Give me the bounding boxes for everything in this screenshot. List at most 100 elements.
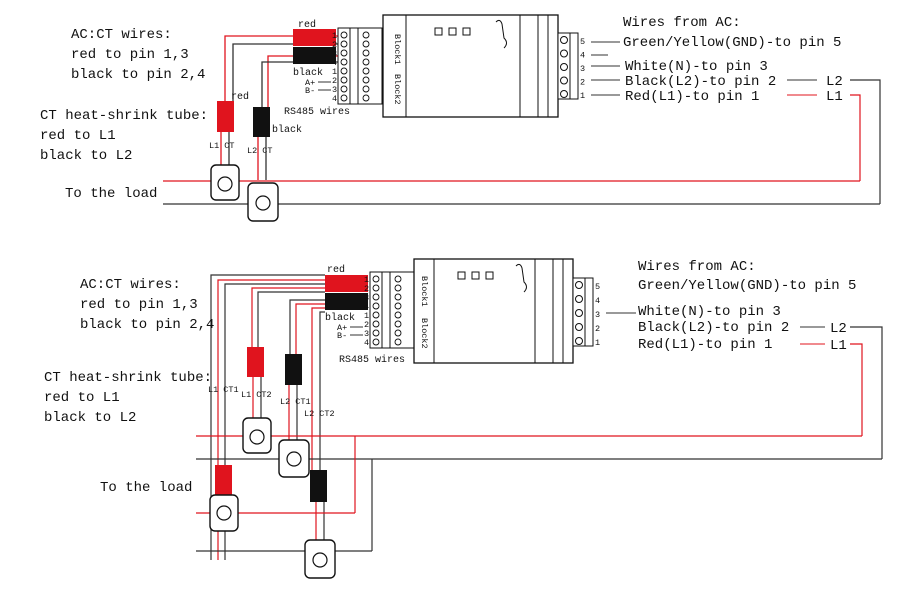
top-l2-ct-label: L2 CT <box>247 146 273 156</box>
top-rs485-label: RS485 wires <box>284 106 350 118</box>
pin-number: 4 <box>595 296 600 306</box>
terminal-screw <box>362 49 370 57</box>
bottom-ac-line-gnd: Green/Yellow(GND)-to pin 5 <box>638 278 856 294</box>
bottom-heat-title: CT heat-shrink tube: <box>44 370 212 386</box>
bottom-black-label: black <box>325 312 355 324</box>
bottom-ac-ct-title: AC:CT wires: <box>80 277 181 293</box>
bottom-b-label: B- <box>337 331 347 341</box>
bottom-l2-ct1-icon <box>278 439 310 478</box>
top-black-block <box>293 47 336 64</box>
top-ac-ct-red: red to pin 1,3 <box>71 47 189 63</box>
terminal-screw <box>372 320 380 328</box>
top-l1-return <box>850 94 861 181</box>
terminal-screw <box>575 281 583 289</box>
terminal-screw <box>340 94 348 102</box>
top-red-tube <box>217 101 234 132</box>
pin-number: 4 <box>364 338 369 348</box>
top-ac-title: Wires from AC: <box>623 15 741 31</box>
terminal-screw <box>340 49 348 57</box>
pin-number: 2 <box>364 284 369 294</box>
bottom-l1-return <box>850 343 863 436</box>
terminal-screw <box>362 85 370 93</box>
top-block1-label: Block1 <box>392 34 402 65</box>
pin-number: 3 <box>580 64 585 74</box>
top-red-label: red <box>298 19 316 31</box>
pin-number: 5 <box>580 37 585 47</box>
pin-number: 3 <box>364 329 369 339</box>
top-ac-line-gnd: Green/Yellow(GND)-to pin 5 <box>623 35 841 51</box>
pin-number: 1 <box>364 311 369 321</box>
top-black-label: black <box>293 67 323 79</box>
bottom-diagram: red black L1 CT1 L1 CT2 L2 CT1 L2 CT2 <box>44 258 883 579</box>
top-ac-line-l1: Red(L1)-to pin 1 <box>625 89 759 105</box>
top-l1-ct-label: L1 CT <box>209 141 235 151</box>
terminal-screw <box>362 76 370 84</box>
bottom-left-terminal <box>369 271 415 349</box>
top-l2-ct-icon <box>247 182 279 222</box>
terminal-screw <box>340 40 348 48</box>
bottom-ac-ct-red: red to pin 1,3 <box>80 297 198 313</box>
terminal-screw <box>394 329 402 337</box>
terminal-screw <box>340 58 348 66</box>
top-l1-ct-icon <box>210 164 240 201</box>
top-heat-black: black to L2 <box>40 148 132 164</box>
terminal-screw <box>394 338 402 346</box>
terminal-screw <box>372 284 380 292</box>
bottom-l2-ct2-label: L2 CT2 <box>304 409 335 419</box>
terminal-screw <box>340 31 348 39</box>
top-l2-label: L2 <box>826 74 843 90</box>
terminal-screw <box>362 94 370 102</box>
bottom-l2-label: L2 <box>830 321 847 337</box>
top-ac-ct-black: black to pin 2,4 <box>71 67 205 83</box>
top-ac-wires <box>591 41 817 96</box>
terminal-screw <box>394 311 402 319</box>
bottom-ac-line-l1: Red(L1)-to pin 1 <box>638 337 772 353</box>
top-l2-return <box>850 79 881 204</box>
bottom-l2-ct2-tube <box>310 470 327 502</box>
bottom-l1-ct2-tube <box>247 347 264 377</box>
terminal-screw <box>394 302 402 310</box>
bottom-red-block <box>325 275 368 292</box>
terminal-screw <box>340 85 348 93</box>
pin-number: 1 <box>595 338 600 348</box>
top-black-tube-label: black <box>272 124 302 136</box>
terminal-screw <box>372 302 380 310</box>
terminal-screw <box>575 295 583 303</box>
top-l1-label: L1 <box>826 89 843 105</box>
top-black-tube <box>253 107 270 137</box>
bottom-l2-ct2-icon <box>304 539 336 579</box>
pin-number: 3 <box>364 293 369 303</box>
terminal-screw <box>394 275 402 283</box>
terminal-screw <box>372 275 380 283</box>
pin-number: 2 <box>595 324 600 334</box>
bottom-heat-red: red to L1 <box>44 390 120 406</box>
top-ac-line-l2: Black(L2)-to pin 2 <box>625 74 776 90</box>
top-red-tube-label: red <box>231 91 249 103</box>
pin-number: 3 <box>332 49 337 59</box>
bottom-ac-line-n: White(N)-to pin 3 <box>638 304 781 320</box>
top-meter-device <box>382 14 559 118</box>
bottom-l2-return <box>850 326 883 459</box>
pin-number: 1 <box>364 275 369 285</box>
top-block2-label: Block2 <box>392 74 402 105</box>
pin-number: 4 <box>332 58 337 68</box>
terminal-screw <box>560 76 568 85</box>
pin-number: 4 <box>332 94 337 104</box>
terminal-screw <box>362 67 370 75</box>
terminal-screw <box>340 67 348 75</box>
terminal-screw <box>560 63 568 71</box>
pin-number: 2 <box>332 40 337 50</box>
top-b-label: B- <box>305 86 315 96</box>
pin-number: 4 <box>364 302 369 312</box>
bottom-block2-label: Block2 <box>419 318 429 349</box>
terminal-screw <box>372 329 380 337</box>
top-heat-red: red to L1 <box>40 128 116 144</box>
bottom-l1-ct1-tube <box>215 465 232 495</box>
pin-number: 1 <box>332 67 337 77</box>
pin-number: 1 <box>332 31 337 41</box>
terminal-screw <box>394 320 402 328</box>
